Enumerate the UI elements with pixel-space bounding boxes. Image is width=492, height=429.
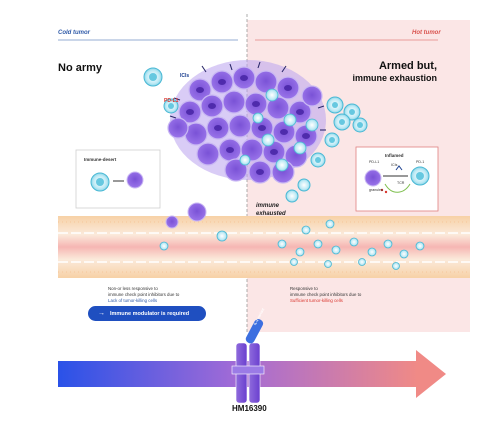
immune-desert-inset [75, 149, 161, 209]
inflamed-icis-label: ICIs [391, 163, 398, 167]
tumor-mass [167, 60, 326, 184]
immune-modulator-label: Immune modulator is required [110, 310, 190, 317]
inflamed-title: Inflamed [385, 153, 404, 158]
vessel-tcells [277, 219, 425, 270]
hot-heading-line2: immune exhaustion [352, 73, 437, 83]
drug-name: HM16390 [232, 404, 267, 413]
immune-exhausted-line2: exhausted [256, 211, 286, 217]
inflamed-granules-label: granules [369, 188, 383, 192]
cold-note-line1: Non-or less responsive to [108, 286, 158, 291]
hm16390-molecule [231, 319, 265, 404]
inflamed-pd-l1-label: PD-L1 [369, 160, 380, 164]
pd-l1-callout: PD-L1 [164, 98, 179, 104]
hot-heading-line1: Armed but, [378, 60, 437, 72]
cold-tumor-label: Cold tumor [58, 30, 90, 36]
cold-migrating-cells [159, 202, 228, 251]
inflamed-pd-1-label: PD-1 [416, 160, 425, 164]
arrow-right-icon: → [98, 310, 105, 317]
immune-exhausted-line1: immune [256, 203, 280, 209]
hot-note-line1: Responsive to [290, 286, 318, 291]
inflamed-inset [355, 146, 439, 212]
hot-note-line2: immune check point inhibitors due to [290, 292, 362, 297]
hot-note-line3: Sufficient tumor-killing cells [290, 298, 343, 303]
hot-tcell-nuclei [315, 102, 363, 163]
cold-tcell-nuclei [149, 73, 174, 109]
blood-vessel [58, 216, 470, 278]
inflamed-tcr-label: TCR [397, 181, 405, 185]
immune-desert-title: Immune-desert [84, 157, 117, 162]
cold-heading: No army [58, 62, 103, 74]
icis-callout: ICIs [180, 73, 190, 79]
cold-note-line2: immune check point inhibitors due to [108, 292, 180, 297]
hot-tcells [285, 96, 368, 203]
cold-note-line3: Lack of tumor-killing cells [108, 298, 158, 303]
hot-tumor-label: Hot tumor [412, 30, 441, 36]
immune-modulator-button[interactable]: → Immune modulator is required [88, 306, 206, 321]
